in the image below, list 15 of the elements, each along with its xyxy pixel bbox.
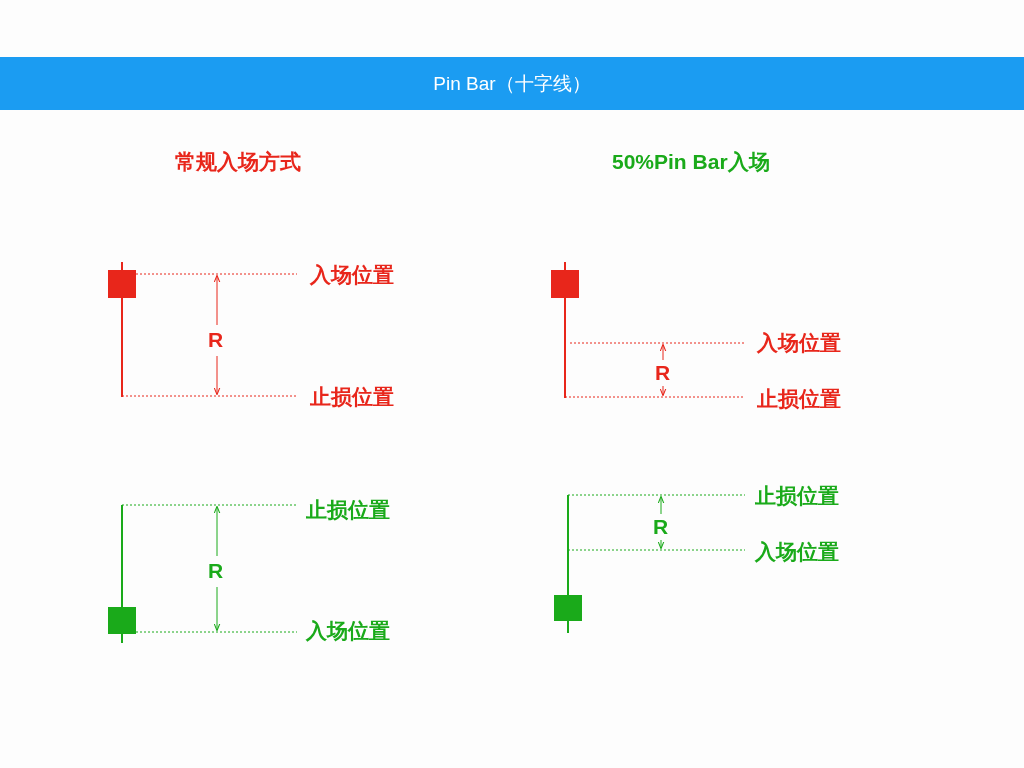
level-label: 止损位置 — [757, 386, 841, 412]
level-label: 入场位置 — [757, 330, 841, 356]
risk-label: R — [653, 515, 669, 539]
level-label: 入场位置 — [310, 262, 394, 288]
level-label: 止损位置 — [755, 483, 839, 509]
section-heading: 常规入场方式 — [175, 149, 301, 175]
level-label: 入场位置 — [306, 618, 390, 644]
title: Pin Bar（十字线） — [433, 71, 591, 96]
risk-label: R — [208, 328, 224, 352]
risk-label: R — [208, 559, 224, 583]
level-label: 入场位置 — [755, 539, 839, 565]
level-label: 止损位置 — [306, 497, 390, 523]
section-heading: 50%Pin Bar入场 — [612, 149, 770, 175]
level-label: 止损位置 — [310, 384, 394, 410]
risk-label: R — [655, 361, 671, 385]
